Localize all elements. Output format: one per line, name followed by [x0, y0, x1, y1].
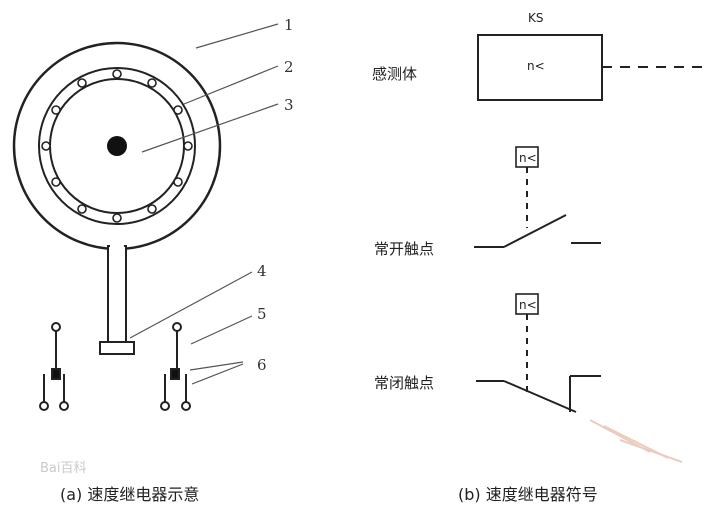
lever-base — [99, 341, 135, 355]
part-number-3: 3 — [284, 96, 294, 114]
lever-stem — [107, 245, 127, 343]
no-contact-label: 常开触点 — [374, 240, 434, 258]
no-contact-symbol: n< — [519, 151, 537, 165]
smudge-artifact — [589, 419, 683, 463]
sensor-box — [477, 34, 603, 101]
sensor-label: 感测体 — [372, 65, 417, 83]
part-number-1: 1 — [284, 16, 294, 34]
sensor-symbol: n< — [527, 59, 545, 73]
watermark: Bai百科 — [40, 461, 87, 476]
relay-schematic — [12, 41, 222, 355]
ks-label: KS — [528, 11, 544, 25]
caption-right: (b) 速度继电器符号 — [458, 485, 598, 504]
nc-contact-label: 常闭触点 — [374, 374, 434, 392]
rotor-shaft — [107, 136, 127, 156]
nc-contact-symbol: n< — [519, 298, 537, 312]
right-contact-set — [160, 322, 191, 411]
nc-contact-lines — [476, 375, 601, 413]
caption-left: (a) 速度继电器示意 — [60, 485, 199, 504]
part-number-6: 6 — [257, 356, 267, 374]
part-number-5: 5 — [257, 305, 267, 323]
leader-lines — [129, 23, 279, 385]
rotor-conductors — [41, 69, 193, 223]
stator-ring-outer — [38, 67, 196, 225]
part-number-4: 4 — [257, 262, 267, 280]
part-number-2: 2 — [284, 58, 294, 76]
no-contact-lines — [474, 214, 601, 248]
left-contact-set — [39, 322, 69, 411]
